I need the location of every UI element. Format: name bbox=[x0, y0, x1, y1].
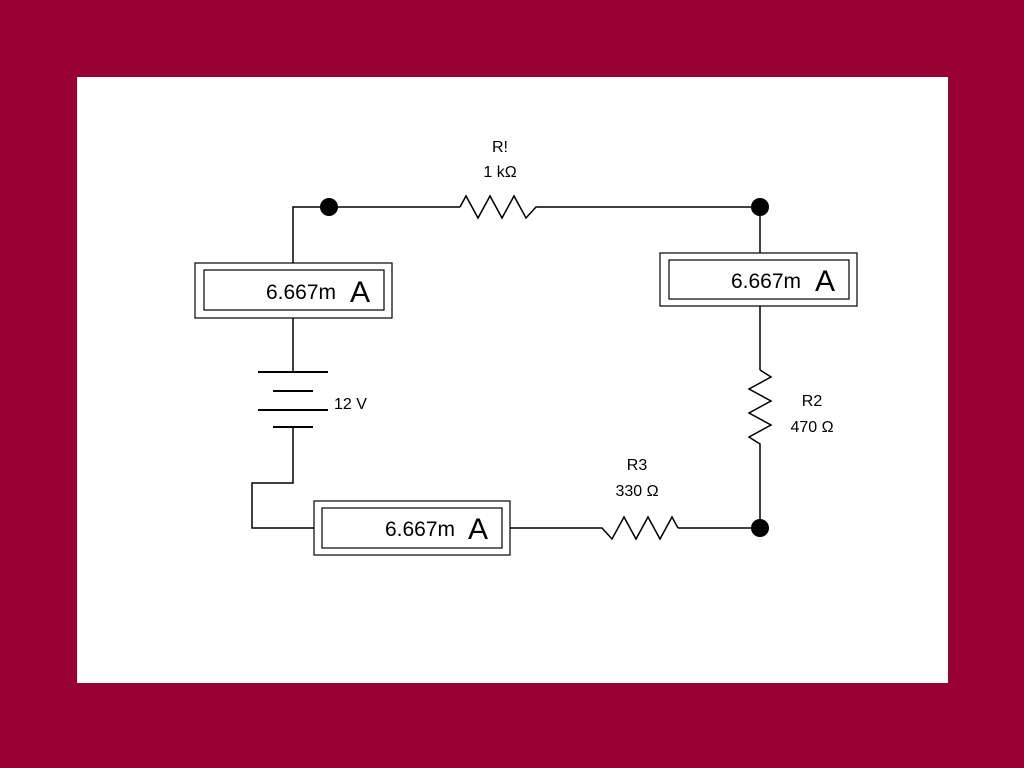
ammeter-right-unit: A bbox=[815, 265, 835, 298]
ammeter-left-unit: A bbox=[350, 276, 370, 309]
r3-name-label: R3 bbox=[627, 457, 648, 474]
wire-top-left bbox=[292, 206, 460, 263]
junction-node-bottom-right bbox=[751, 519, 769, 537]
ammeter-right: 6.667m A bbox=[659, 252, 858, 307]
resistor-r2 bbox=[747, 369, 773, 452]
ammeter-left: 6.667m A bbox=[194, 262, 393, 319]
junction-node-top-left bbox=[320, 198, 338, 216]
ammeter-bottom: 6.667m A bbox=[313, 500, 511, 556]
wire-bottom-left bbox=[251, 427, 314, 529]
wire-top-right bbox=[542, 206, 761, 253]
resistor-r1 bbox=[459, 194, 542, 220]
battery-voltage-label: 12 V bbox=[334, 396, 367, 413]
resistor-r3 bbox=[597, 515, 679, 541]
r3-value-label: 330 Ω bbox=[615, 483, 658, 500]
ammeter-bottom-unit: A bbox=[468, 513, 488, 546]
ammeter-bottom-reading: 6.667m bbox=[385, 518, 455, 541]
r2-name-label: R2 bbox=[802, 393, 823, 410]
ammeter-left-reading: 6.667m bbox=[266, 281, 336, 304]
battery-symbol bbox=[258, 318, 328, 428]
ammeter-right-reading: 6.667m bbox=[731, 270, 801, 293]
junction-node-top-right bbox=[751, 198, 769, 216]
diagram-panel bbox=[77, 77, 948, 683]
r1-name-label: R! bbox=[492, 139, 508, 156]
r2-value-label: 470 Ω bbox=[790, 419, 833, 436]
r1-value-label: 1 kΩ bbox=[483, 164, 516, 181]
